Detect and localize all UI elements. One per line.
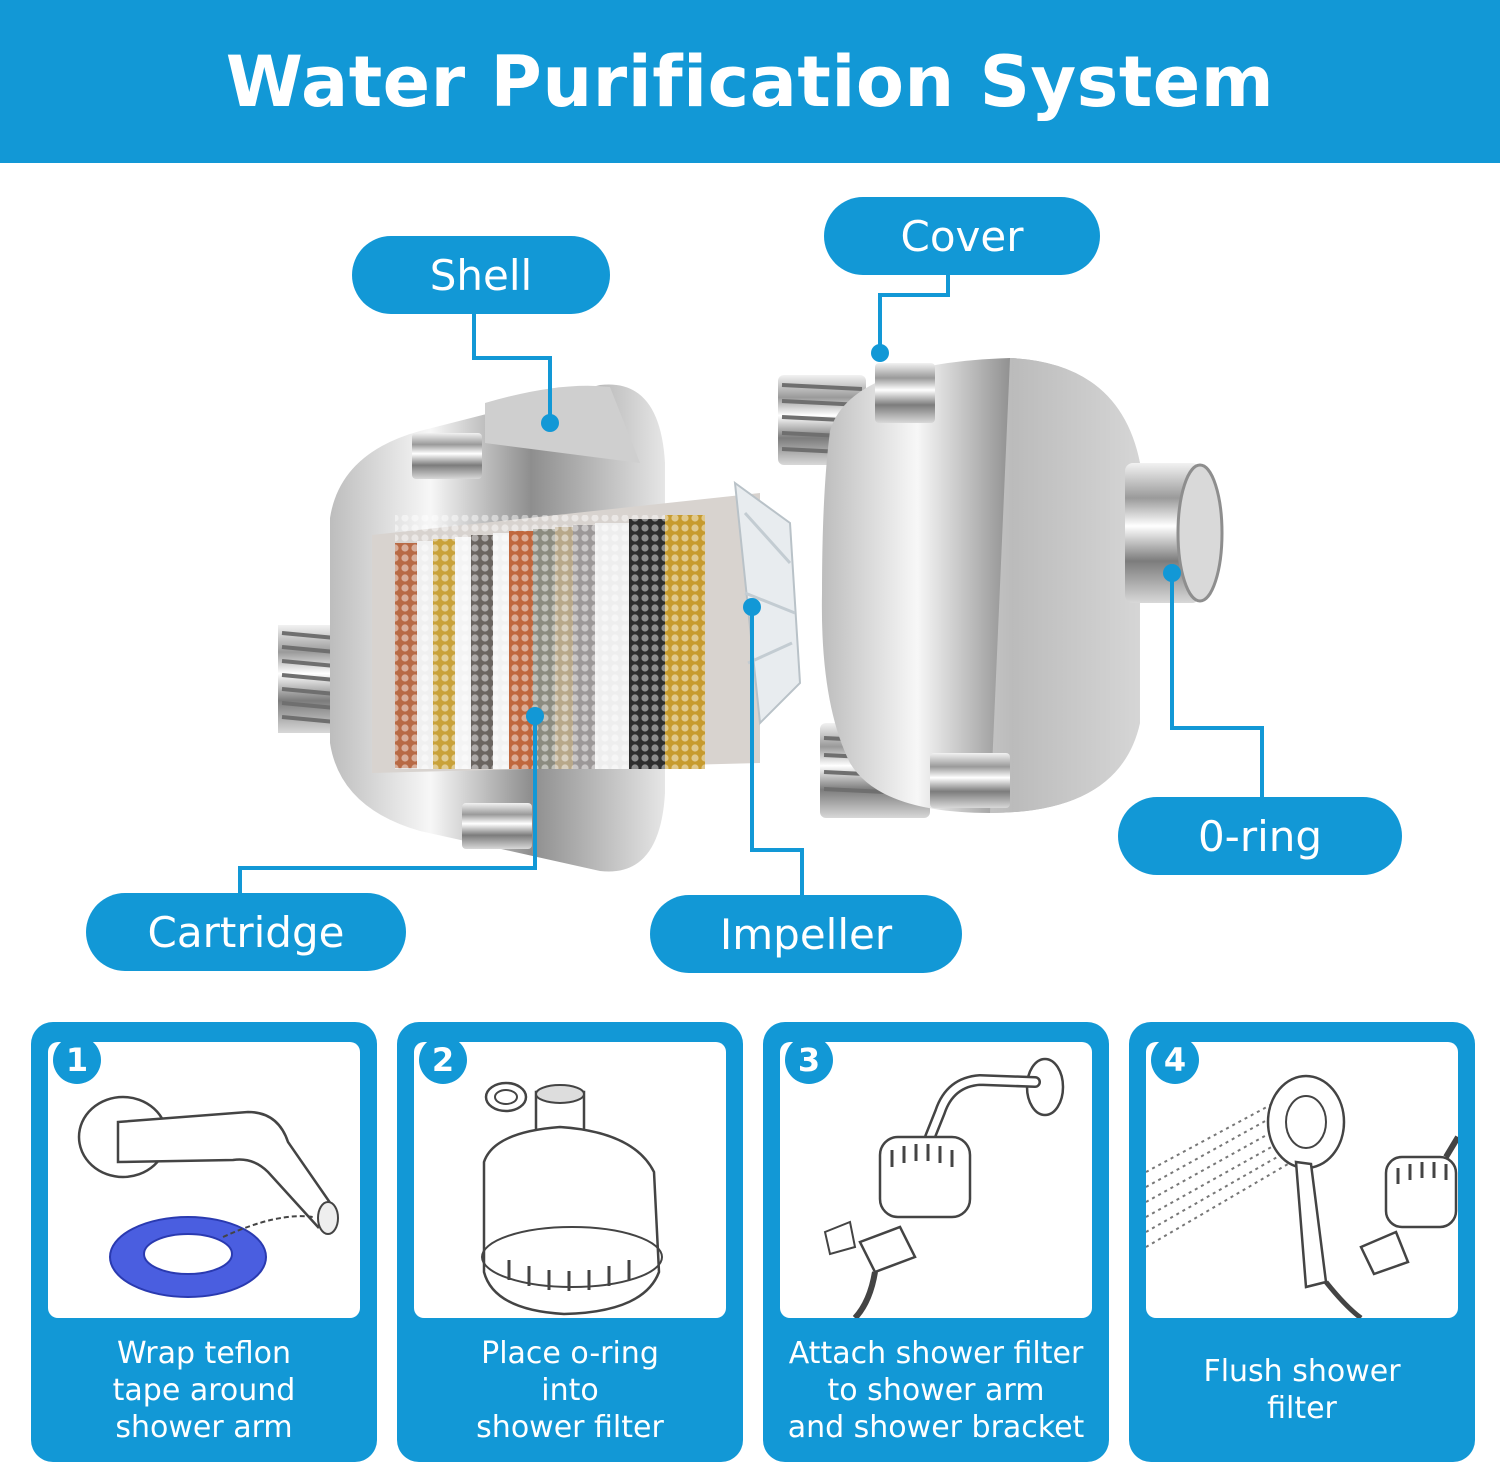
attach-filter-icon [823,1057,1065,1318]
cartridge-media [395,515,705,769]
step-card-1: 1 Wrap teflon tape around shower arm [31,1022,377,1462]
exploded-diagram: Shell Cover 0-ring Cartridge Impeller [0,163,1500,1003]
step-illustration-2 [414,1042,726,1318]
step-card-4: 4 Flush shower filter [1129,1022,1475,1462]
filter-illustration [238,273,1264,898]
cover [778,358,1224,818]
label-oring: 0-ring [1118,797,1402,875]
step-illustration-1 [48,1042,360,1318]
oring-filter-icon [481,1081,663,1316]
installation-steps: 1 Wrap teflon tape around shower arm 2 [0,1022,1500,1470]
step-card-3: 3 Attach shower filter to shower arm and… [763,1022,1109,1462]
step-illustration-3 [780,1042,1092,1318]
title-banner: Water Purification System [0,0,1500,163]
step-number-4: 4 [1151,1036,1199,1084]
label-impeller: Impeller [650,895,962,973]
step-caption-4: Flush shower filter [1203,1354,1401,1426]
flush-filter-icon [1146,1074,1458,1318]
shower-arm-tape-icon [77,1095,339,1298]
step-number-1: 1 [53,1036,101,1084]
step-illustration-4 [1146,1042,1458,1318]
step-card-2: 2 Place o-ring into shower filter [397,1022,743,1462]
leader-dots [526,344,1181,725]
step-caption-3: Attach shower filter to shower arm and s… [787,1335,1085,1445]
step-number-2: 2 [419,1036,467,1084]
label-cover: Cover [824,197,1100,275]
label-shell: Shell [352,236,610,314]
step-caption-1: Wrap teflon tape around shower arm [112,1335,296,1445]
leader-lines [238,273,1264,898]
label-cartridge: Cartridge [86,893,406,971]
step-caption-2: Place o-ring into shower filter [476,1335,664,1445]
step-number-3: 3 [785,1036,833,1084]
page-title: Water Purification System [225,40,1275,123]
